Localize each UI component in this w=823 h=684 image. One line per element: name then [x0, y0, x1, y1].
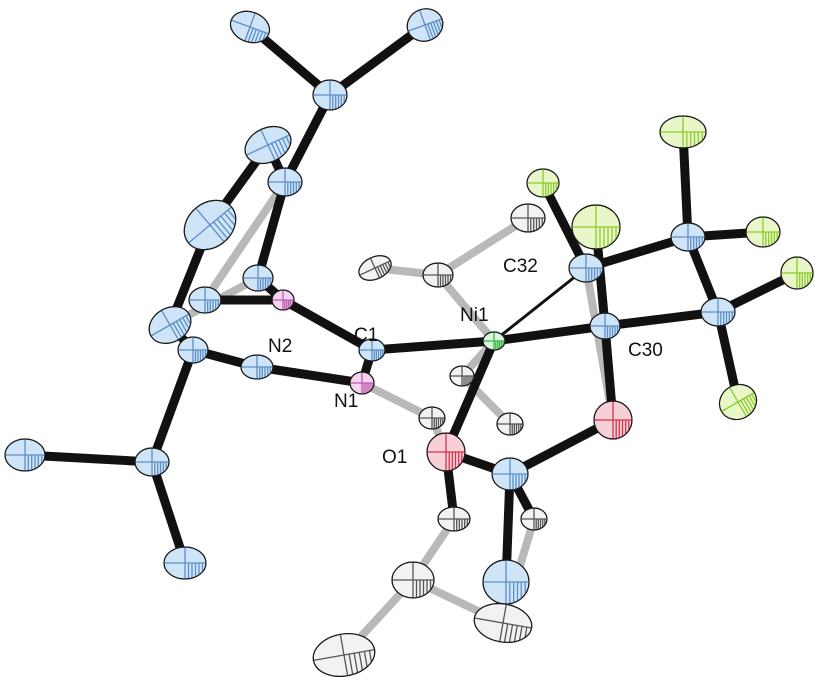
atom-ta	[267, 167, 303, 197]
atom-f3	[571, 204, 621, 250]
atom-ll	[183, 199, 237, 251]
label-n1: N1	[334, 391, 358, 412]
bond-ni-c30	[489, 321, 610, 346]
atom-cb	[482, 559, 530, 605]
label-c30: C30	[628, 340, 663, 361]
atom-f5	[780, 256, 814, 290]
atom-c30	[589, 312, 621, 340]
label-c32: C32	[503, 256, 538, 277]
atom-lf	[4, 438, 46, 472]
atom-labels: C1 N2 N1 Ni1 O1 C32 C30	[268, 256, 663, 468]
bond-ta-ml	[201, 178, 289, 304]
atom-cc2	[700, 297, 736, 327]
atom-rm	[242, 264, 274, 292]
bond-ln-n1	[252, 362, 367, 388]
bond-g2-g3	[434, 214, 532, 279]
atom-ml	[188, 286, 222, 314]
label-ni1: Ni1	[460, 305, 489, 326]
atom-tu	[244, 125, 292, 165]
atom-f1	[526, 168, 560, 198]
atom-tc	[312, 79, 348, 111]
atom-g6	[418, 406, 446, 430]
atom-bl1	[148, 306, 192, 344]
bond-lc-lf	[20, 450, 157, 467]
bond-c30-cc2	[600, 307, 723, 331]
atom-g11	[312, 633, 376, 677]
atom-tl2	[406, 8, 444, 42]
bond-bl2-lc	[147, 345, 198, 467]
atom-g5	[496, 412, 524, 436]
atom-tl1	[229, 10, 271, 44]
bond-tc-ta	[280, 90, 335, 187]
bond-ni-o1	[441, 336, 499, 457]
background-bonds	[166, 178, 617, 659]
atom-g9	[391, 561, 435, 599]
bond-lc-lb	[147, 457, 190, 568]
atom-g8	[520, 507, 548, 531]
atom-f2	[659, 115, 707, 149]
label-n2: N2	[268, 336, 292, 357]
bond-c32-f1	[538, 178, 591, 273]
atom-g3	[510, 203, 546, 233]
atom-c28	[491, 457, 529, 491]
atom-c1	[358, 338, 386, 362]
atom-g2	[422, 262, 454, 288]
atom-ln	[240, 354, 274, 380]
atom-lc	[134, 447, 170, 477]
atom-cc1	[670, 222, 706, 252]
atom-o1	[426, 432, 466, 472]
atom-f6	[718, 383, 758, 421]
bond-c1-ni	[367, 336, 499, 355]
atom-g4	[449, 365, 475, 387]
atom-g7	[437, 506, 471, 532]
bond-ta-rm	[253, 177, 290, 283]
bond-g2-ni	[434, 271, 498, 345]
atom-f4	[745, 216, 781, 248]
atoms	[4, 8, 814, 677]
bond-tl2-tc	[325, 20, 430, 100]
bond-c32-cc1	[581, 232, 693, 273]
label-o1: O1	[382, 447, 407, 468]
atom-ni	[482, 331, 506, 351]
atom-lb	[163, 546, 207, 580]
label-c1: C1	[354, 325, 378, 346]
atom-g1	[358, 255, 392, 281]
atom-g10	[473, 603, 533, 643]
foreground-bonds	[20, 20, 802, 587]
atom-n2	[271, 289, 295, 311]
bond-cc1-f2	[678, 127, 693, 242]
atom-bl2	[177, 336, 209, 364]
bond-n2-c1	[278, 295, 377, 355]
atom-c32	[568, 253, 604, 283]
atom-n1	[349, 371, 375, 395]
bond-ni-c32	[492, 266, 588, 343]
atom-o2	[593, 400, 633, 440]
